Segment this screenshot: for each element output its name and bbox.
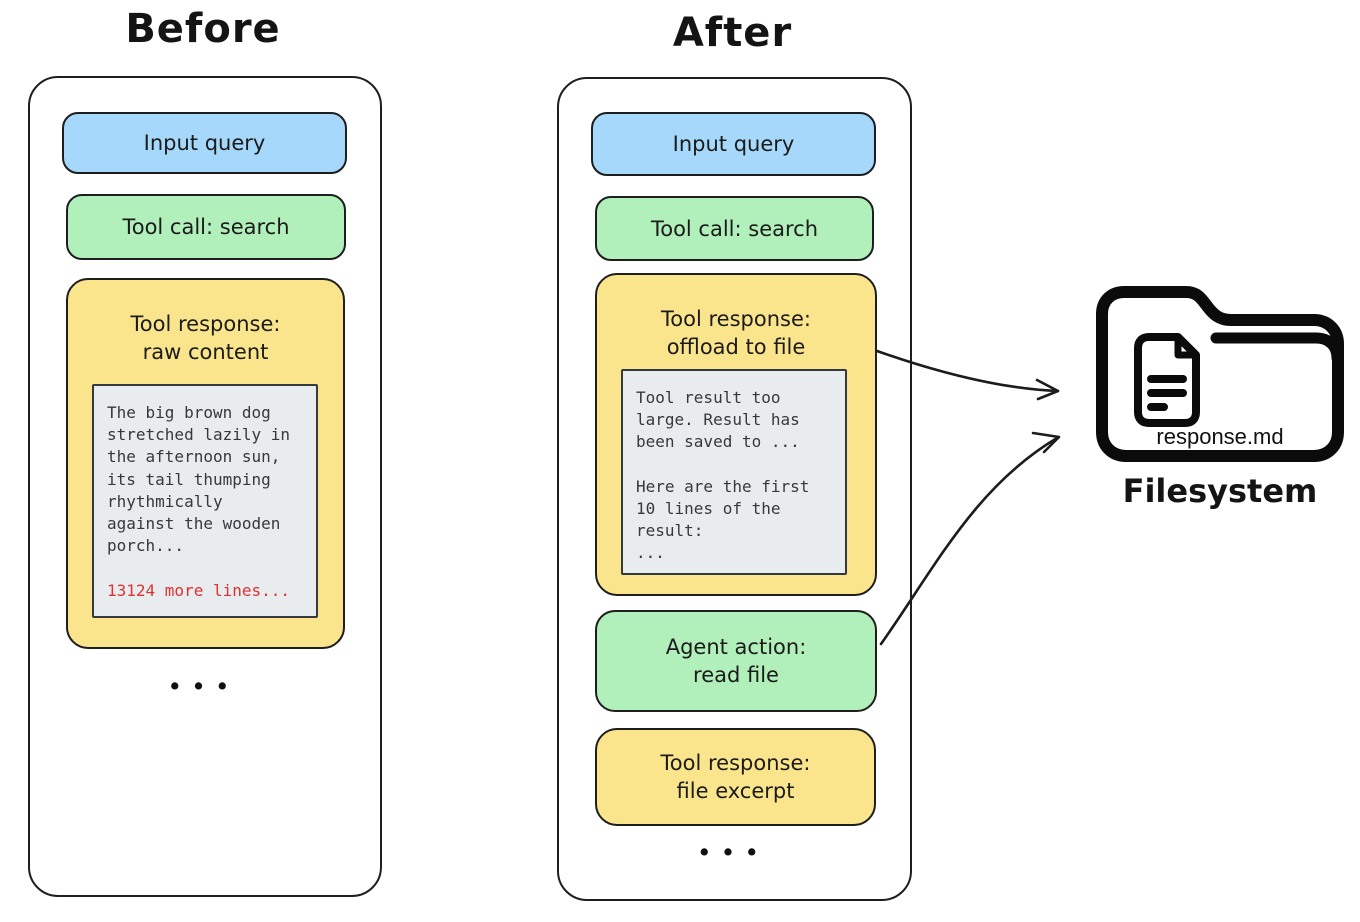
after-agent-action-line1: Agent action: [665, 635, 807, 659]
code-line: the afternoon sun, [107, 447, 281, 467]
code-line [636, 454, 835, 476]
after-excerpt-line2: file excerpt [676, 779, 795, 803]
before-input-query-label: Input query [143, 131, 266, 155]
after-agent-action-box: Agent action: read file [595, 610, 877, 712]
offload-arrowhead [1035, 378, 1060, 401]
code-line: been saved to ... [636, 432, 800, 452]
code-line: large. Result has [636, 410, 800, 430]
after-offload-title-line1: Tool response: [661, 307, 811, 331]
code-line: Here are the first [636, 476, 810, 496]
before-tool-response-title-line1: Tool response: [130, 312, 281, 336]
code-line: against the wooden [107, 514, 281, 534]
before-tool-response-box: Tool response: raw content The big brown… [66, 278, 345, 649]
before-tool-call-box: Tool call: search [66, 194, 346, 260]
code-line: Tool result too [636, 388, 781, 407]
document-icon [1134, 333, 1200, 427]
code-line: porch... [107, 536, 185, 556]
before-tool-response-title: Tool response: raw content [131, 310, 281, 366]
before-input-query-box: Input query [62, 112, 347, 174]
before-tool-call-label: Tool call: search [122, 215, 290, 239]
after-input-query-box: Input query [591, 112, 876, 176]
after-tool-response-excerpt-box: Tool response: file excerpt [595, 728, 876, 826]
after-tool-call-label: Tool call: search [650, 216, 819, 241]
filesystem-file-name: response.md [1156, 424, 1284, 449]
code-line: rhythmically [107, 491, 223, 511]
after-agent-action-line2: read file [693, 663, 779, 687]
after-ellipsis: ••• [696, 838, 769, 867]
code-line: its tail thumping [107, 469, 271, 489]
filesystem-label: Filesystem [1122, 472, 1318, 510]
code-line: 10 lines of the [636, 499, 781, 518]
after-tool-call-box: Tool call: search [595, 196, 874, 261]
code-line: stretched lazily in [107, 425, 291, 445]
before-more-lines-warning: 13124 more lines... [107, 580, 291, 600]
code-line: ... [636, 543, 665, 563]
code-line: result: [636, 521, 704, 541]
after-title: After [672, 10, 793, 56]
folder-icon [1096, 286, 1344, 462]
after-offload-title: Tool response: offload to file [661, 305, 811, 361]
code-line: The big brown dog [107, 403, 271, 422]
after-offload-snippet: Tool result too large. Result has been s… [621, 369, 847, 575]
read-arrowhead [1031, 431, 1061, 454]
filesystem-folder [1092, 282, 1348, 468]
before-ellipsis: ••• [167, 672, 239, 701]
before-tool-response-title-line2: raw content [142, 340, 269, 364]
after-offload-title-line2: offload to file [666, 335, 806, 359]
before-title: Before [125, 6, 281, 52]
after-input-query-label: Input query [672, 132, 795, 156]
after-tool-response-offload-box: Tool response: offload to file Tool resu… [595, 273, 877, 596]
before-raw-content-snippet: The big brown dog stretched lazily in th… [92, 384, 318, 618]
after-excerpt-line1: Tool response: [660, 751, 811, 775]
code-line [107, 557, 306, 579]
